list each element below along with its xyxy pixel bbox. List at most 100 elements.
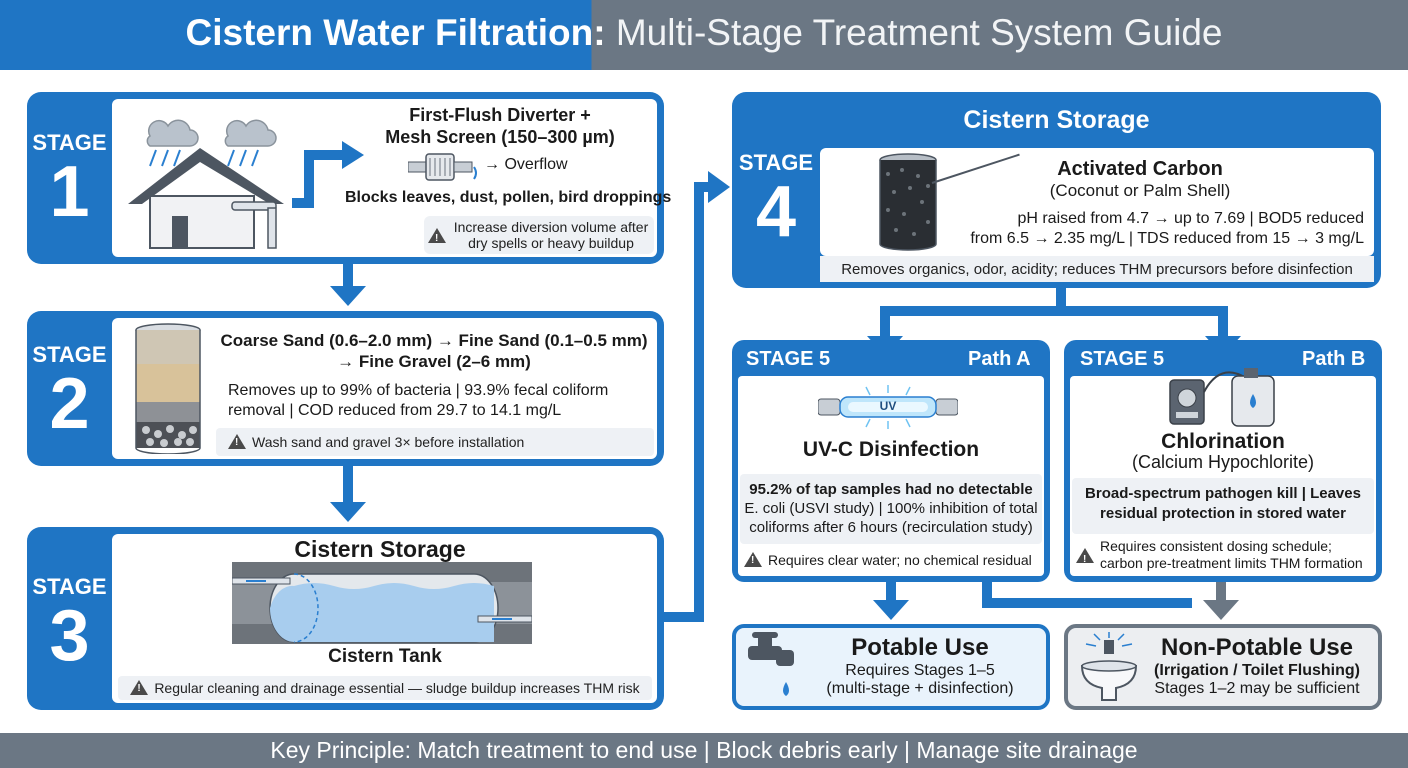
- warning-icon: [1076, 547, 1094, 568]
- stage-1-title: First-Flush Diverter + Mesh Screen (150–…: [370, 104, 630, 148]
- stage-1-tip-line1: Increase diversion volume after: [453, 219, 649, 235]
- stage-1-title-line1: First-Flush Diverter +: [409, 105, 591, 125]
- path-b-result: Broad-spectrum pathogen kill | Leaves re…: [1072, 478, 1374, 534]
- split-connector-right: [1218, 306, 1228, 336]
- flow-arrow-to-nonpotable: [1203, 600, 1239, 620]
- flow-arrow-3-4: [708, 171, 730, 203]
- potable-card: [732, 624, 1050, 710]
- path-b-tip: Requires consistent dosing schedule; car…: [1076, 538, 1376, 572]
- uv-lamp-icon: [818, 385, 958, 429]
- stage-4-word: STAGE: [738, 150, 814, 175]
- flow-arrow-2-3: [330, 502, 366, 522]
- chlorine-dosing-icon: [1169, 368, 1275, 427]
- stage-4-label: STAGE 4: [732, 150, 820, 248]
- stage-1-word: STAGE: [32, 130, 107, 155]
- path-a-tip: Requires clear water; no chemical residu…: [744, 552, 1044, 568]
- house-rain-icon: [128, 119, 284, 249]
- sand-filter-column-icon: [135, 323, 201, 454]
- stage-2-tip-text: Wash sand and gravel 3× before installat…: [252, 434, 525, 450]
- mesh-screen-icon: [408, 153, 477, 181]
- path-b-stage: STAGE 5: [1080, 348, 1165, 370]
- faucet-icon: [748, 632, 794, 696]
- uv-lamp-label: UV: [879, 399, 897, 413]
- potable-line2: (multi-stage + disinfection): [826, 680, 1014, 697]
- stage-3-label: STAGE 3: [27, 574, 112, 672]
- warning-icon: [130, 680, 149, 695]
- split-connector-bar: [880, 306, 1228, 316]
- stage-2-removes: Removes up to 99% of bacteria | 93.9% fe…: [228, 381, 648, 421]
- stage-4-results: pH raised from 4.7 → up to 7.69 | BOD5 r…: [950, 209, 1370, 249]
- stage-3-title: Cistern Storage: [294, 536, 466, 562]
- flow-connector-3-4-horizontal: [664, 612, 704, 622]
- flow-arrow-to-potable: [873, 600, 909, 620]
- page-title: Cistern Water Filtration: Multi-Stage Tr…: [0, 12, 1408, 54]
- path-a-tip-text: Requires clear water; no chemical residu…: [768, 552, 1032, 568]
- page-title-sub: Multi-Stage Treatment System Guide: [615, 12, 1223, 53]
- flow-arrow-1-2: [330, 286, 366, 306]
- path-b-panel: [1070, 376, 1376, 576]
- potable-line1: Requires Stages 1–5: [845, 662, 995, 679]
- warning-icon: [744, 552, 762, 567]
- stage-1-pipe-top: [304, 150, 344, 160]
- path-b-sub: (Calcium Hypochlorite): [1131, 452, 1315, 472]
- flow-arrow-2-3-shaft: [343, 466, 353, 502]
- stage-1-label: STAGE 1: [27, 130, 112, 228]
- stage-4-results-line2: from 6.5 → 2.35 mg/L | TDS reduced from …: [970, 230, 1364, 247]
- path-b-title: Chlorination: [1161, 430, 1285, 453]
- activated-carbon-icon: [879, 153, 937, 251]
- path-b-to-nonpotable-shaft: [1216, 582, 1226, 600]
- stage-2-removes-line1: Removes up to 99% of bacteria | 93.9% fe…: [228, 382, 609, 399]
- nonpotable-line1: (Irrigation / Toilet Flushing): [1154, 662, 1360, 679]
- stage-1-pipe: [292, 198, 314, 208]
- path-b-tip-line2: carbon pre-treatment limits THM formatio…: [1100, 555, 1363, 571]
- potable-text: Potable Use Requires Stages 1–5 (multi-s…: [800, 634, 1040, 698]
- overflow-label: → Overflow: [484, 156, 568, 173]
- path-b-path: Path B: [1302, 348, 1366, 370]
- stage-2-media-line1: Coarse Sand (0.6–2.0 mm) → Fine Sand (0.…: [220, 331, 648, 350]
- stage-4-note: Removes organics, odor, acidity; reduces…: [820, 256, 1374, 282]
- stage-4-media: Activated Carbon (Coconut or Palm Shell): [1000, 158, 1280, 201]
- stage-1-blocks: Blocks leaves, dust, pollen, bird droppi…: [345, 189, 672, 206]
- path-a-to-nonpotable-drop: [982, 582, 992, 608]
- potable-title: Potable Use: [851, 634, 989, 661]
- path-a-result-line2: E. coli (USVI study) | 100% inhibition o…: [744, 500, 1038, 517]
- path-a-path: Path A: [968, 348, 1031, 370]
- cistern-tank-icon: [232, 562, 532, 644]
- stage-2-removes-line2: removal | COD reduced from 29.7 to 14.1 …: [228, 402, 562, 419]
- toilet-sprinkler-icon: [1080, 632, 1138, 701]
- flow-connector-3-4-top: [694, 182, 712, 192]
- warning-icon: [228, 434, 246, 449]
- stage-4-title: Cistern Storage: [963, 106, 1150, 134]
- warning-icon: [428, 227, 446, 247]
- stage-2-media-line2: → Fine Gravel (2–6 mm): [337, 352, 531, 371]
- path-a-title: UV-C Disinfection: [802, 438, 980, 461]
- split-connector-left: [880, 306, 890, 336]
- stage-4-results-line1: pH raised from 4.7 → up to 7.69 | BOD5 r…: [1017, 210, 1364, 227]
- stage-2-number: 2: [49, 364, 90, 444]
- path-b-result-line2: residual protection in stored water: [1100, 505, 1346, 522]
- stage-3-number: 3: [49, 596, 90, 676]
- stage-1-tip-line2: dry spells or heavy buildup: [468, 235, 634, 251]
- flow-connector-3-4-vertical: [694, 182, 704, 622]
- stage-4-media-title: Activated Carbon: [1057, 158, 1223, 180]
- path-b-tip-line1: Requires consistent dosing schedule;: [1100, 538, 1332, 554]
- split-connector-stem: [1056, 288, 1066, 312]
- stage-3-word: STAGE: [32, 574, 107, 599]
- path-a-to-potable-shaft: [886, 582, 896, 600]
- stage-2-word: STAGE: [32, 342, 107, 367]
- path-a-result: 95.2% of tap samples had no detectable E…: [740, 474, 1042, 544]
- stage-4-number: 4: [755, 172, 797, 252]
- footer-key-principle: Key Principle: Match treatment to end us…: [0, 733, 1408, 768]
- path-a-stage: STAGE 5: [746, 348, 831, 370]
- stage-1-number: 1: [49, 152, 90, 232]
- stage-1-tip: Increase diversion volume after dry spel…: [424, 216, 654, 254]
- stage-1-pipe-riser: [304, 150, 314, 208]
- nonpotable-line2: Stages 1–2 may be sufficient: [1154, 680, 1360, 697]
- stage-2-label: STAGE 2: [27, 342, 112, 440]
- path-a-result-line3: coliforms after 6 hours (recirculation s…: [749, 519, 1033, 536]
- path-a-result-line1: 95.2% of tap samples had no detectable: [749, 481, 1033, 498]
- stage-2-tip: Wash sand and gravel 3× before installat…: [216, 428, 654, 456]
- stage-1-title-line2: Mesh Screen (150–300 µm): [385, 127, 615, 147]
- flow-arrow-1-2-shaft: [343, 264, 353, 286]
- nonpotable-text: Non-Potable Use (Irrigation / Toilet Flu…: [1136, 634, 1378, 698]
